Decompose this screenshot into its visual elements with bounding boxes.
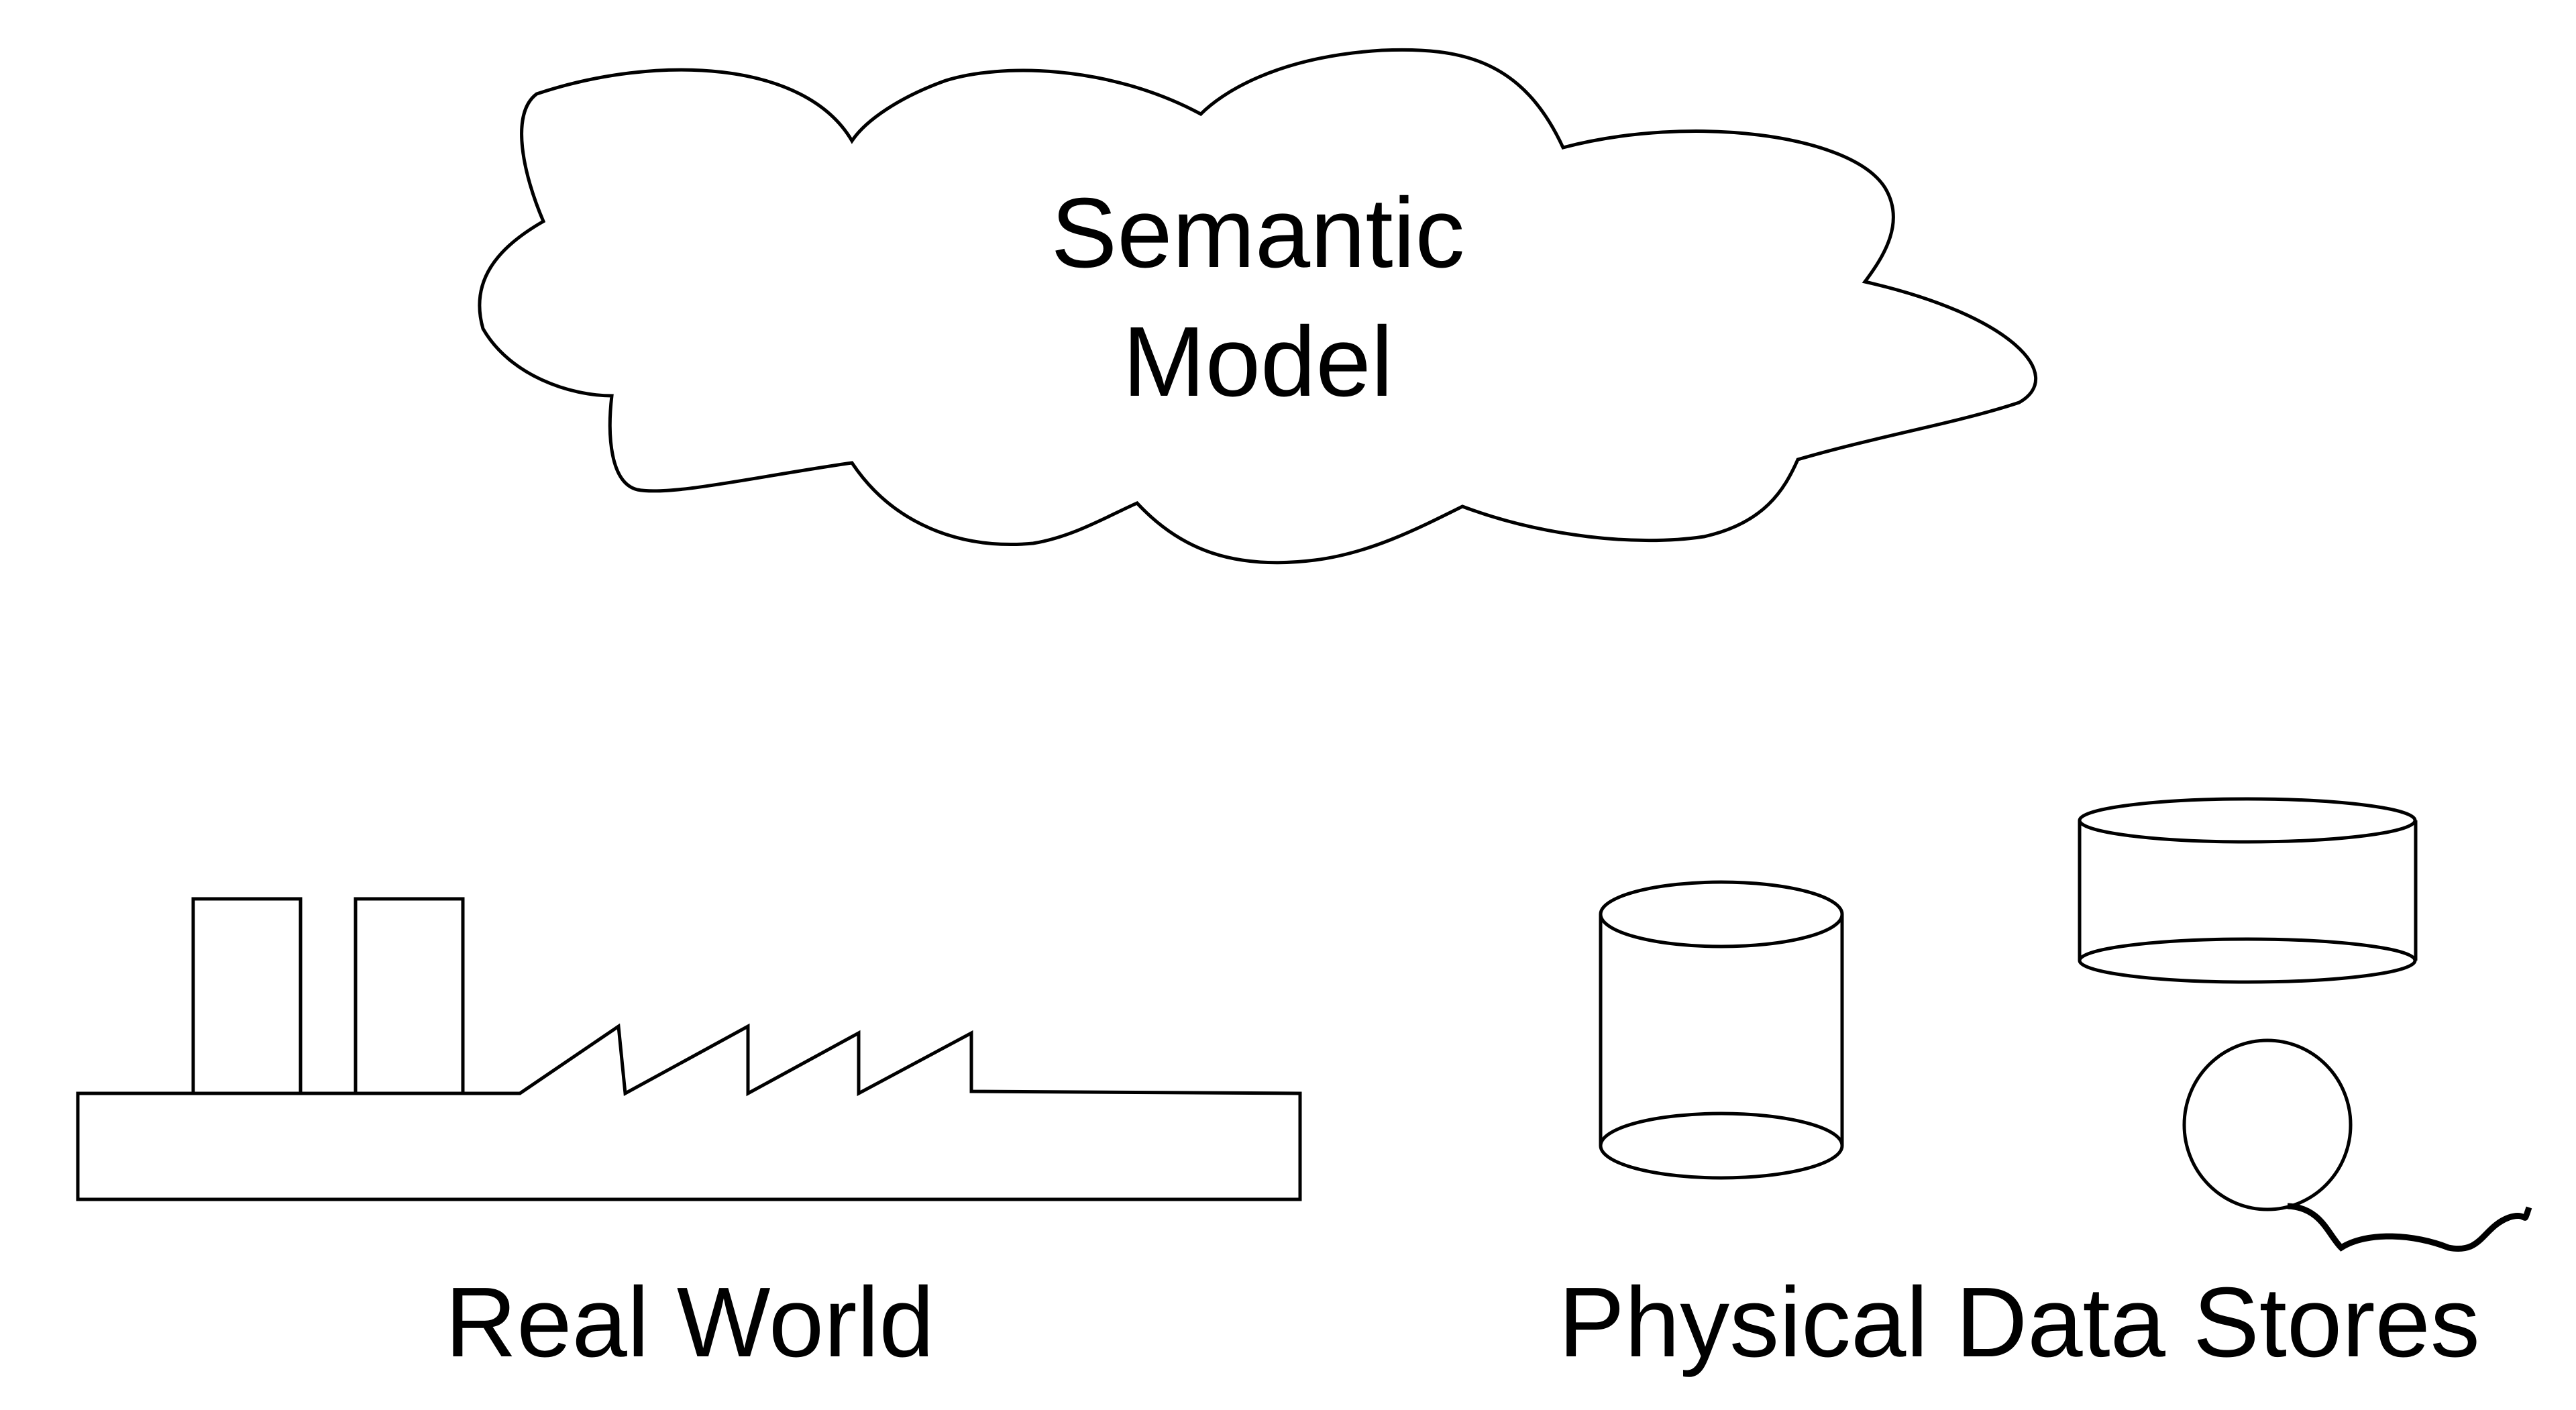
semantic-model-cloud: Semantic Model [478, 48, 2038, 565]
cloud-label-line2: Model [1122, 307, 1393, 417]
real-world-label: Real World [445, 1267, 934, 1378]
physical-data-stores-label: Physical Data Stores [1558, 1267, 2480, 1378]
cloud-icon [478, 48, 2038, 565]
disk-with-cable-icon [2182, 1038, 2532, 1252]
short-cylinder-database-icon [2078, 797, 2418, 984]
factory-icon [76, 897, 1302, 1201]
tall-cylinder-database-icon [1599, 880, 1844, 1180]
cloud-label-line1: Semantic [1051, 178, 1465, 288]
